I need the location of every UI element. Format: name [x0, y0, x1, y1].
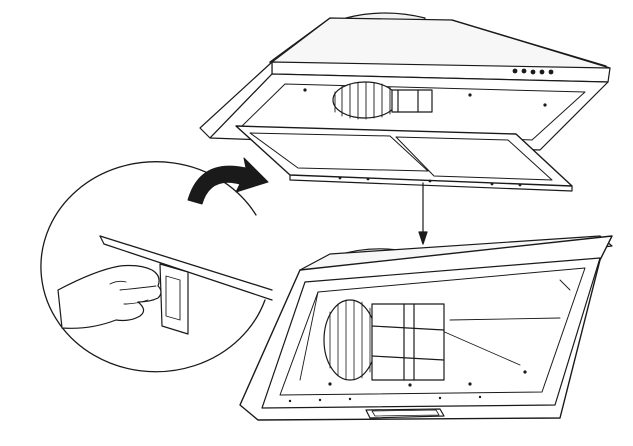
magnifier-circle-icon: [40, 161, 273, 373]
control-button-4: [539, 69, 545, 75]
control-button-2: [521, 68, 527, 74]
rotate-arrow-icon: [187, 157, 269, 205]
grease-filter-icon: [235, 125, 573, 192]
control-button-3: [530, 69, 536, 75]
control-button-5: [548, 69, 554, 75]
lower-blower-fan: [323, 299, 445, 381]
hood-screws: [303, 88, 547, 107]
filter-latch: [159, 263, 189, 335]
lower-screws: [288, 370, 527, 403]
blower-fan-icon: [332, 81, 433, 120]
control-button-1: [512, 68, 518, 74]
hood-control-buttons: [512, 68, 554, 75]
magnifier-arc: [40, 161, 266, 373]
down-arrow-icon: [418, 182, 428, 245]
hand-icon: [57, 264, 162, 329]
lower-range-hood: [239, 235, 613, 421]
